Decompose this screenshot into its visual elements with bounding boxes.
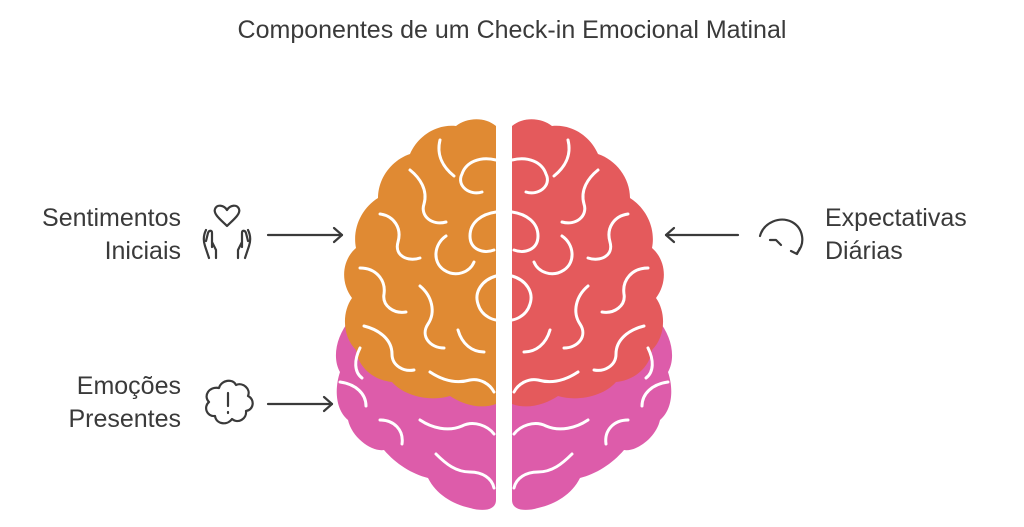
label-expectativas-diarias: Expectativas Diárias — [825, 202, 967, 268]
arrow-emocoes — [266, 395, 334, 413]
diagram-title: Componentes de um Check-in Emocional Mat… — [237, 16, 787, 44]
label-emocoes-presentes: Emoções Presentes — [68, 370, 181, 436]
cloud-exclamation-icon — [205, 379, 254, 425]
hands-heart-icon — [202, 204, 252, 260]
brain-folds-right — [510, 138, 670, 490]
label-line: Diárias — [825, 237, 903, 265]
label-line: Expectativas — [825, 204, 967, 232]
brain-folds-left — [338, 138, 498, 490]
label-line: Presentes — [68, 405, 181, 433]
label-line: Emoções — [76, 372, 181, 400]
arrow-sentimentos — [266, 226, 344, 244]
label-line: Sentimentos — [42, 204, 181, 232]
arrow-expectativas — [664, 226, 740, 244]
label-sentimentos-iniciais: Sentimentos Iniciais — [42, 202, 181, 268]
label-line: Iniciais — [104, 237, 181, 265]
curved-arrow-icon — [758, 218, 804, 256]
